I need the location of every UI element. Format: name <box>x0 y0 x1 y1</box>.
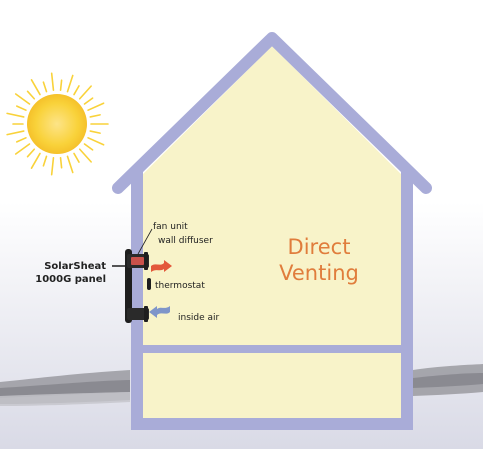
diagram-title-line2: Venting <box>279 261 359 285</box>
ground <box>0 364 483 406</box>
fan-unit-label: fan unit <box>153 222 188 232</box>
cool-air-arrow-icon <box>149 306 170 318</box>
hot-air-arrow-icon <box>151 260 172 272</box>
sun-ray <box>73 85 80 96</box>
sun-ray <box>50 72 55 91</box>
sun-ray <box>66 74 74 93</box>
sun-ray <box>78 148 92 163</box>
thermostat-icon <box>147 278 151 290</box>
wall-diffuser-label: wall diffuser <box>158 236 213 246</box>
sun-icon <box>6 72 109 176</box>
sun-ray <box>30 79 41 96</box>
sun-ray <box>14 143 31 155</box>
sun-ray <box>6 112 25 118</box>
sun-ray <box>26 148 36 158</box>
panel-label-line2: 1000G panel <box>35 274 106 285</box>
sun-ray <box>16 137 27 143</box>
house-wall <box>137 46 407 424</box>
house <box>112 32 432 430</box>
sun-ray <box>14 93 31 105</box>
inside-air-intake <box>127 306 149 322</box>
inside-air-label: inside air <box>178 313 220 323</box>
sun-ray <box>83 97 94 105</box>
sun-ray <box>59 79 63 91</box>
sun-ray <box>89 130 101 134</box>
sun-ray <box>78 85 92 100</box>
panel-label-line1: SolarSheat <box>44 261 106 272</box>
house-roof <box>112 32 432 194</box>
sun-ray <box>73 152 80 163</box>
sun-ray <box>6 130 25 136</box>
sun-ray <box>87 137 105 146</box>
sun-ray <box>42 155 48 167</box>
sun-ray <box>83 143 94 151</box>
sun-ray <box>30 152 41 169</box>
sun-ray <box>87 102 105 111</box>
sun-ray <box>42 81 48 93</box>
fan-unit-leader <box>137 228 153 255</box>
diagram-title-line1: Direct <box>288 235 351 259</box>
sun-ray <box>26 90 36 100</box>
fan-unit <box>127 252 149 270</box>
sun-ray <box>66 155 74 174</box>
sun-ray <box>16 105 27 111</box>
thermostat-label: thermostat <box>155 281 205 291</box>
sun-ray <box>59 157 63 169</box>
sun-ray <box>50 157 55 176</box>
sun-disc <box>27 94 87 154</box>
sun-ray <box>89 114 101 118</box>
